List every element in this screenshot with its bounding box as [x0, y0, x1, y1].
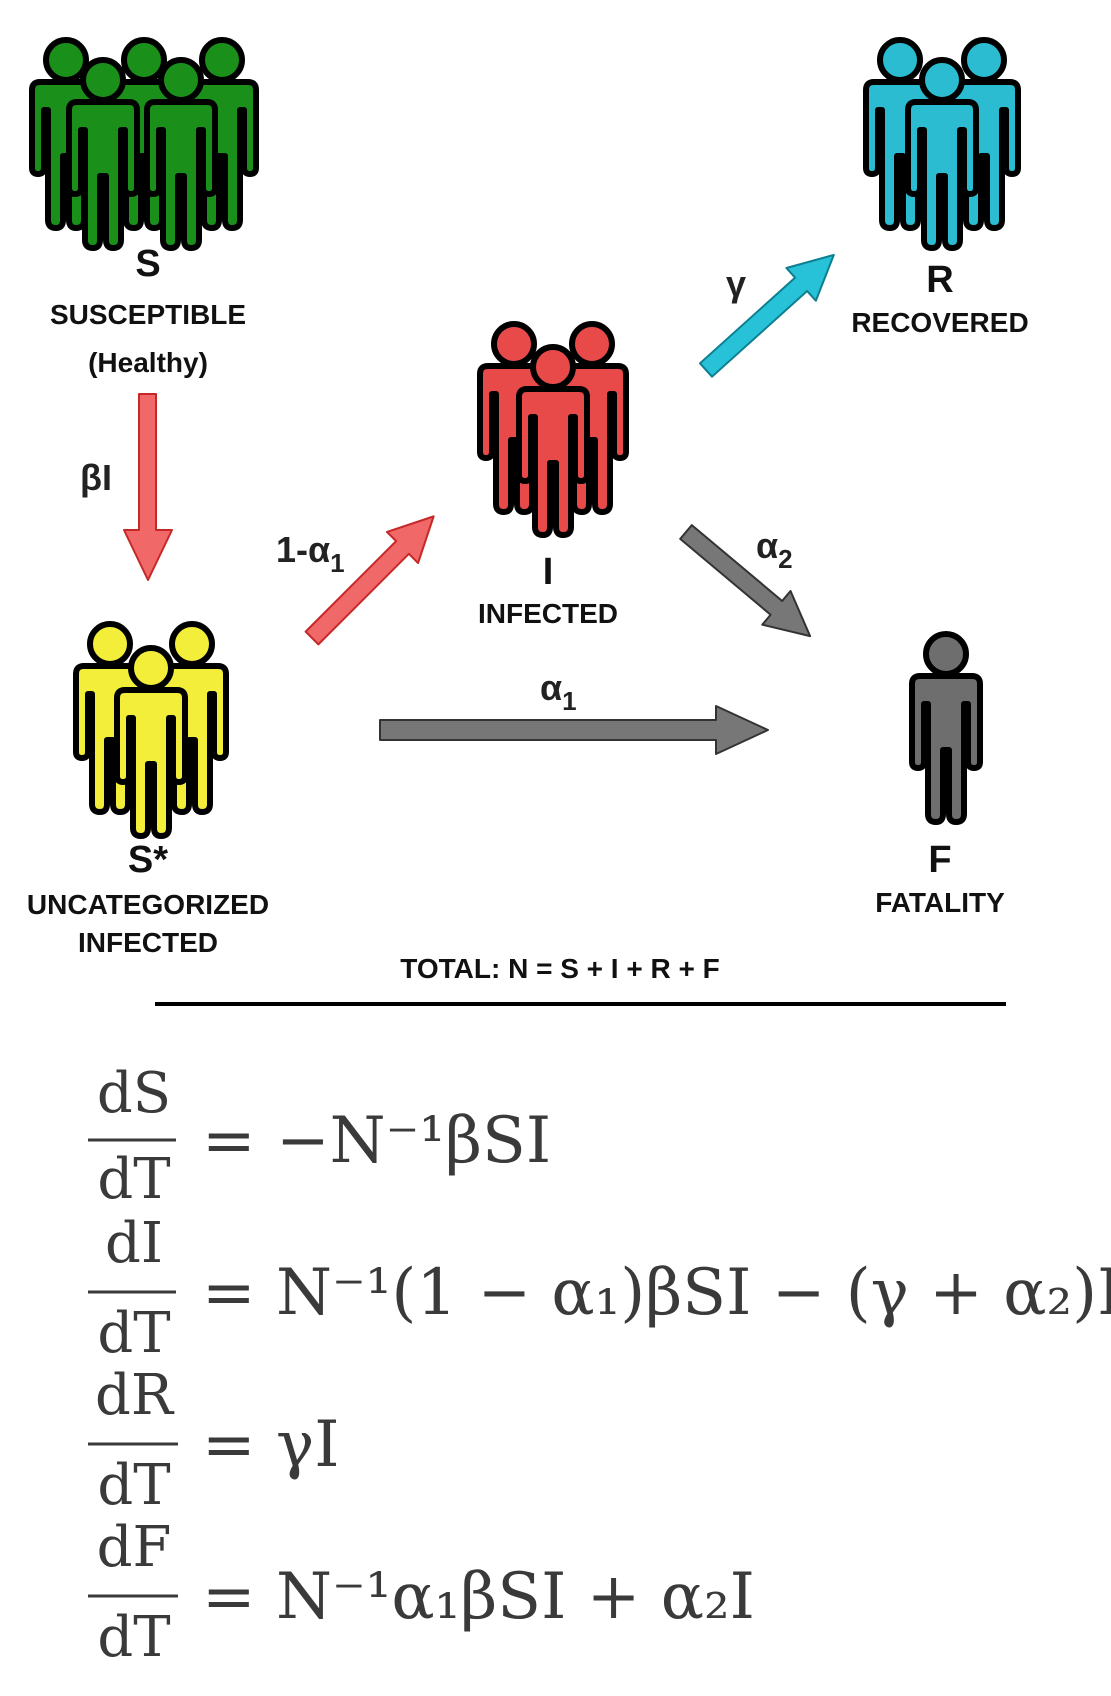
equation-df-rhs: = N⁻¹α₁βSI + α₂I	[202, 1560, 755, 1634]
total-population-label: TOTAL: N = S + I + R + F	[400, 953, 719, 984]
infected-label: INFECTED	[478, 598, 618, 629]
rate-label-one-minus-alpha1: 1-α1	[276, 529, 345, 578]
equation-ds-rhs: = −N⁻¹βSI	[202, 1104, 551, 1178]
infected-code: I	[543, 551, 554, 593]
equation-df-denominator: dT	[97, 1605, 170, 1670]
equation-ds-numerator: dS	[97, 1061, 171, 1126]
equation-di: dI dT = N⁻¹(1 − α₁)βSI − (γ + α₂)I	[88, 1211, 1111, 1366]
recovered-label: RECOVERED	[851, 307, 1028, 338]
rate-label-alpha2: α2	[756, 525, 793, 574]
susceptible-label: SUSCEPTIBLE	[50, 299, 246, 330]
recovered-code: R	[926, 259, 953, 301]
equation-df-numerator: dF	[97, 1515, 172, 1580]
uncategorized-group-icon	[76, 624, 226, 836]
transition-arrow-i-to-r	[698, 253, 835, 378]
equation-ds: dS dT = −N⁻¹βSI	[88, 1061, 551, 1212]
equation-dr: dR dT = γI	[88, 1363, 340, 1518]
rate-label-beta-i: βI	[80, 457, 112, 498]
uncategorized-code: S*	[128, 839, 168, 881]
recovered-group-icon	[866, 40, 1018, 248]
rate-label-alpha1: α1	[540, 667, 577, 716]
susceptible-note: (Healthy)	[88, 347, 208, 378]
equation-dr-rhs: = γI	[202, 1408, 340, 1482]
infected-group-icon	[480, 324, 626, 535]
equation-di-rhs: = N⁻¹(1 − α₁)βSI − (γ + α₂)I	[202, 1256, 1111, 1330]
equation-di-numerator: dI	[105, 1211, 163, 1276]
uncategorized-label-line1: UNCATEGORIZED	[27, 889, 269, 920]
transition-arrow-i-to-f	[679, 524, 812, 638]
transition-arrow-sstar-to-i	[304, 515, 435, 646]
fatality-person-icon	[912, 634, 980, 822]
transition-arrow-s-to-sstar	[123, 393, 173, 581]
fatality-label: FATALITY	[875, 887, 1005, 918]
equation-dr-numerator: dR	[95, 1363, 175, 1428]
equation-dr-denominator: dT	[97, 1453, 170, 1518]
susceptible-group-icon	[32, 40, 256, 248]
rate-label-gamma: γ	[726, 263, 746, 304]
equation-ds-denominator: dT	[97, 1147, 170, 1212]
fatality-code: F	[928, 839, 951, 881]
susceptible-code: S	[135, 243, 160, 285]
equation-di-denominator: dT	[97, 1301, 170, 1366]
transition-arrow-sstar-to-f	[379, 705, 769, 755]
equation-df: dF dT = N⁻¹α₁βSI + α₂I	[88, 1515, 755, 1670]
uncategorized-label-line2: INFECTED	[78, 927, 218, 958]
